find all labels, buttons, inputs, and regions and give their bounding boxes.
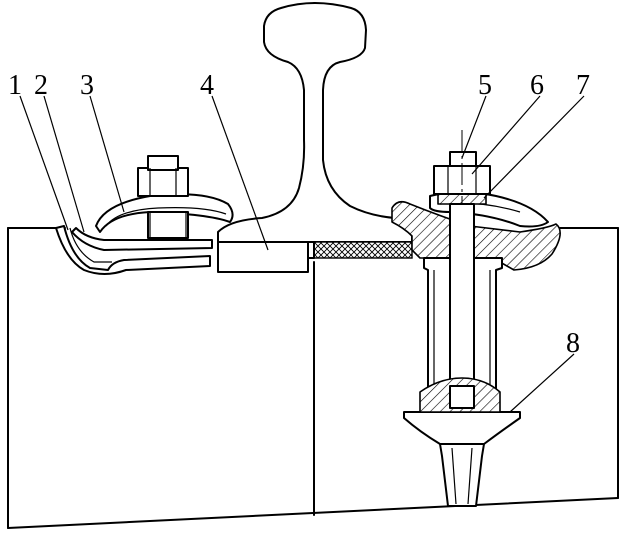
callout-5: 5 [478, 70, 492, 101]
right-bolt-shank [449, 203, 475, 389]
left-bolt-head [147, 155, 179, 171]
callout-6: 6 [530, 70, 544, 101]
part-3-clip [95, 193, 234, 233]
callout-numbers: 1 2 3 4 5 6 7 8 [8, 70, 590, 359]
callout-3: 3 [80, 70, 94, 101]
part-8-dowel-flange [403, 411, 521, 445]
leader-lines [19, 95, 585, 413]
sleeper [7, 227, 619, 529]
callout-8: 8 [566, 328, 580, 359]
callout-7: 7 [576, 70, 590, 101]
part-1-shoulder [55, 225, 211, 275]
left-bolt-nut [137, 167, 189, 197]
rail-profile [217, 2, 413, 243]
part-4-pad-block [217, 241, 309, 273]
part-7-plate [391, 200, 561, 271]
callout-2: 2 [34, 70, 48, 101]
part-2-insulator [71, 227, 213, 251]
dowel-tail [439, 443, 485, 507]
callout-1: 1 [8, 70, 22, 101]
callout-4: 4 [200, 70, 214, 101]
part-5-bolt-top [449, 151, 477, 167]
dowel-bolt-tip [449, 385, 475, 409]
rail-pad-hatched [313, 241, 413, 259]
left-bolt-shank [147, 211, 189, 239]
